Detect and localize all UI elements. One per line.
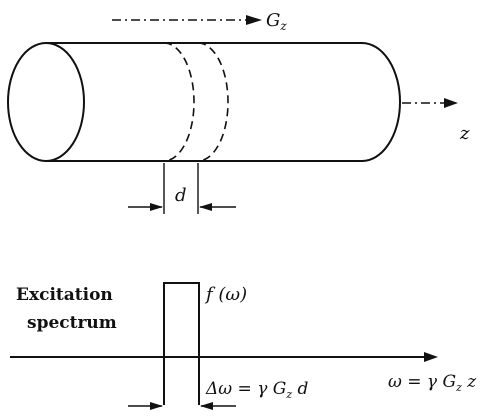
slice-boundary-left [163, 42, 195, 162]
bandwidth-dimension [128, 402, 236, 410]
gradient-arrow [112, 15, 262, 25]
excitation-pulse [163, 282, 200, 405]
bandwidth-arrowhead-left [150, 402, 163, 410]
slice-boundary-right [197, 42, 229, 162]
cylinder-back-face [361, 42, 401, 162]
cylinder-front-face [7, 42, 85, 162]
bandwidth-label: Δω = γ Gz d [205, 379, 309, 401]
frequency-axis [10, 352, 438, 362]
z-axis [402, 98, 458, 108]
cylinder [7, 42, 401, 162]
spectrum-function-label: f (ω) [204, 284, 247, 305]
thickness-arrowhead-right [199, 203, 212, 211]
gradient-arrow-head [246, 15, 262, 25]
frequency-axis-label: ω = γ Gz z [388, 372, 477, 394]
thickness-dimension [128, 163, 236, 214]
excitation-pulse-rect [163, 282, 200, 405]
bandwidth-arrowhead-right [200, 402, 213, 410]
gradient-label: Gz [266, 10, 287, 33]
thickness-label: d [175, 185, 187, 206]
z-axis-arrowhead [444, 98, 458, 108]
spectrum-title-line2: spectrum [27, 313, 117, 333]
thickness-arrowhead-left [150, 203, 163, 211]
z-axis-label: z [459, 123, 470, 144]
spectrum-title-line1: Excitation [16, 285, 113, 305]
frequency-axis-arrowhead [424, 352, 438, 362]
